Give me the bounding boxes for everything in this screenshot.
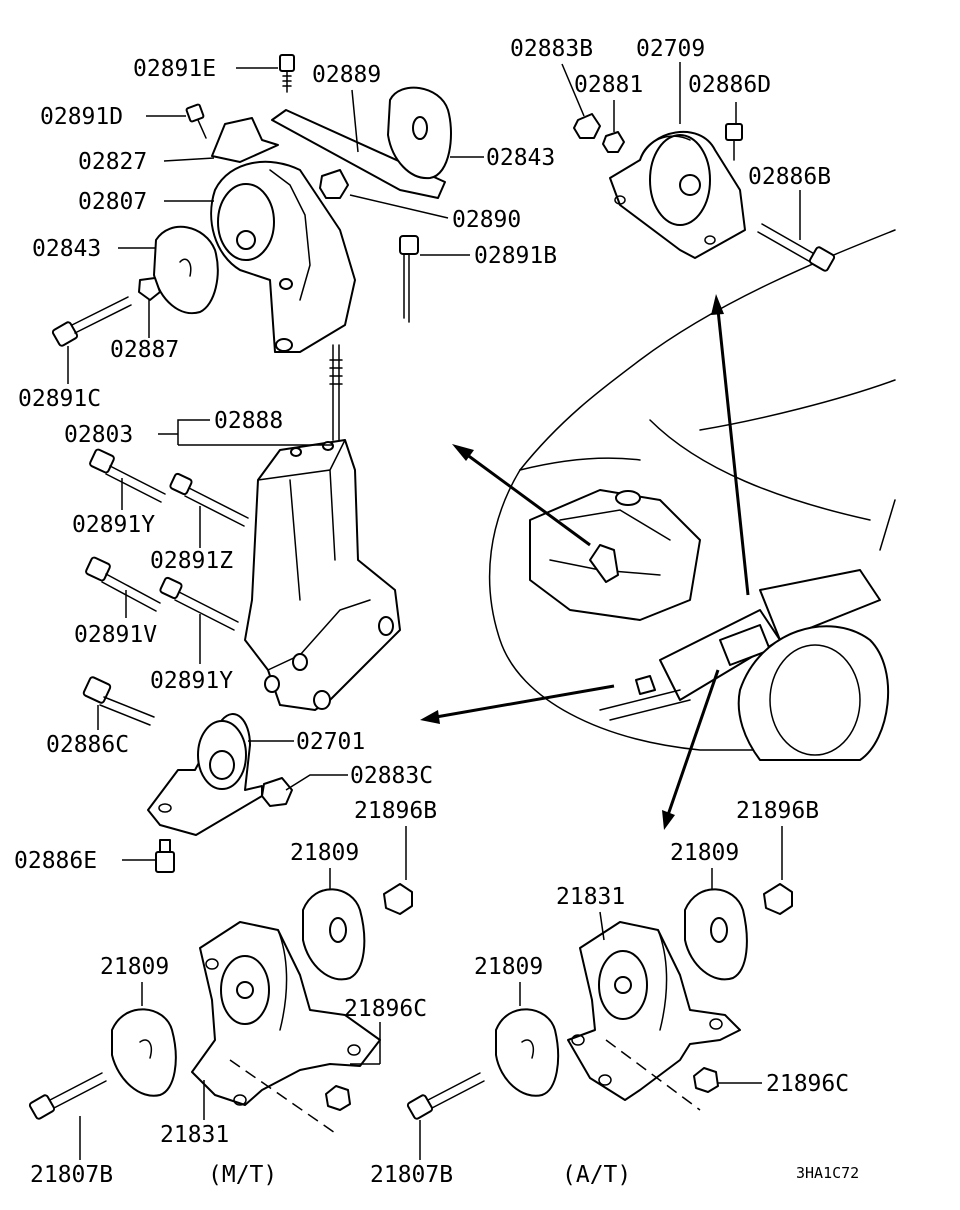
- label-21896C-at: 21896C: [766, 1071, 849, 1097]
- nut-02883C: [261, 777, 293, 807]
- drawing-code: 3HA1C72: [796, 1164, 859, 1182]
- label-02886C: 02886C: [46, 732, 129, 758]
- nut-21896C-at: [693, 1067, 719, 1093]
- stopper-21809-mt-upper: [302, 888, 366, 981]
- mount-02807: [210, 160, 356, 353]
- label-02886E: 02886E: [14, 848, 97, 874]
- stopper-21809-mt-left: [111, 1008, 177, 1097]
- caption-mt: (M/T): [208, 1162, 277, 1188]
- label-02891Y-lower: 02891Y: [150, 668, 233, 694]
- bolt-02891B: [399, 235, 419, 323]
- label-02891Y-upper: 02891Y: [72, 512, 155, 538]
- label-21831-at: 21831: [556, 884, 625, 910]
- bolt-02886D: [725, 123, 743, 161]
- bracket-bolts: [85, 448, 249, 631]
- mount-21831-mt: [191, 921, 381, 1106]
- stopper-02843-upper: [387, 86, 452, 180]
- label-02709: 02709: [636, 36, 705, 62]
- label-21807B-mt: 21807B: [30, 1162, 113, 1188]
- label-02843-left: 02843: [32, 236, 101, 262]
- label-02881: 02881: [574, 72, 643, 98]
- bolt-02891Y-upper: [89, 448, 166, 503]
- label-21896C-mt: 21896C: [344, 996, 427, 1022]
- label-02883B: 02883B: [510, 36, 593, 62]
- bolt-02891D: [185, 103, 207, 139]
- label-02887: 02887: [110, 337, 179, 363]
- mount-21831-at: [567, 921, 741, 1101]
- upper-engine-mount-assembly: [51, 54, 452, 441]
- label-02843-upper: 02843: [486, 145, 555, 171]
- bolt-02886B: [757, 223, 836, 272]
- label-02891Z: 02891Z: [150, 548, 233, 574]
- leader-lines: [67, 62, 801, 1160]
- vehicle-engine-bay-illustration: [488, 229, 896, 761]
- nut-21896B-at: [763, 883, 793, 915]
- nut-02890: [319, 169, 349, 199]
- label-02888: 02888: [214, 408, 283, 434]
- nut-21896B-mt: [383, 883, 413, 915]
- part-02827: [211, 117, 279, 163]
- label-02889: 02889: [312, 62, 381, 88]
- label-02886D: 02886D: [688, 72, 771, 98]
- bolt-02891C: [51, 296, 132, 347]
- caption-at: (A/T): [562, 1162, 631, 1188]
- label-21831-mt: 21831: [160, 1122, 229, 1148]
- label-21809-mt-left: 21809: [100, 954, 169, 980]
- label-02891E: 02891E: [133, 56, 216, 82]
- stopper-21809-at-left: [495, 1008, 560, 1097]
- mount-02709: [609, 131, 746, 259]
- bolt-02891V: [85, 556, 161, 612]
- bolt-02891Z: [169, 472, 249, 527]
- nut-02887: [138, 277, 161, 301]
- mount-02709-assembly: [573, 113, 836, 272]
- bolt-21807B-at: [406, 1072, 485, 1120]
- label-21809-at-left: 21809: [474, 954, 543, 980]
- stopper-21809-at-upper: [684, 888, 748, 981]
- label-02891V: 02891V: [74, 622, 157, 648]
- part-number-labels: 02891E 02889 02891D 02827 02843 02807 02…: [14, 36, 859, 1188]
- label-02701: 02701: [296, 729, 365, 755]
- label-02803: 02803: [64, 422, 133, 448]
- label-21896B-at: 21896B: [736, 798, 819, 824]
- label-21809-mt-upper: 21809: [290, 840, 359, 866]
- bolt-02886E: [155, 839, 175, 873]
- mount-02701: [147, 713, 263, 836]
- bracket-02803: [244, 439, 401, 711]
- location-arrows: [420, 294, 750, 830]
- nut-02883B: [573, 113, 601, 139]
- label-02891C: 02891C: [18, 386, 101, 412]
- bolt-21807B-mt: [28, 1072, 107, 1120]
- stopper-02843-left: [153, 225, 219, 315]
- nut-21896C-mt: [325, 1085, 351, 1111]
- stud-02888: [329, 344, 343, 441]
- label-21896B-mt: 21896B: [354, 798, 437, 824]
- nut-02881: [602, 131, 625, 153]
- label-02886B: 02886B: [748, 164, 831, 190]
- label-02827: 02827: [78, 149, 147, 175]
- bolt-02886C: [82, 676, 155, 726]
- part-02889: [271, 109, 446, 199]
- label-02891B: 02891B: [474, 243, 557, 269]
- mt-mount-assembly: [28, 883, 413, 1136]
- label-02807: 02807: [78, 189, 147, 215]
- bolt-02891Y-lower: [159, 576, 239, 631]
- label-02891D: 02891D: [40, 104, 123, 130]
- bolt-02891E: [279, 54, 295, 93]
- label-21807B-at: 21807B: [370, 1162, 453, 1188]
- label-02883C: 02883C: [350, 763, 433, 789]
- label-02890: 02890: [452, 207, 521, 233]
- label-21809-at-upper: 21809: [670, 840, 739, 866]
- at-mount-assembly: [406, 883, 793, 1120]
